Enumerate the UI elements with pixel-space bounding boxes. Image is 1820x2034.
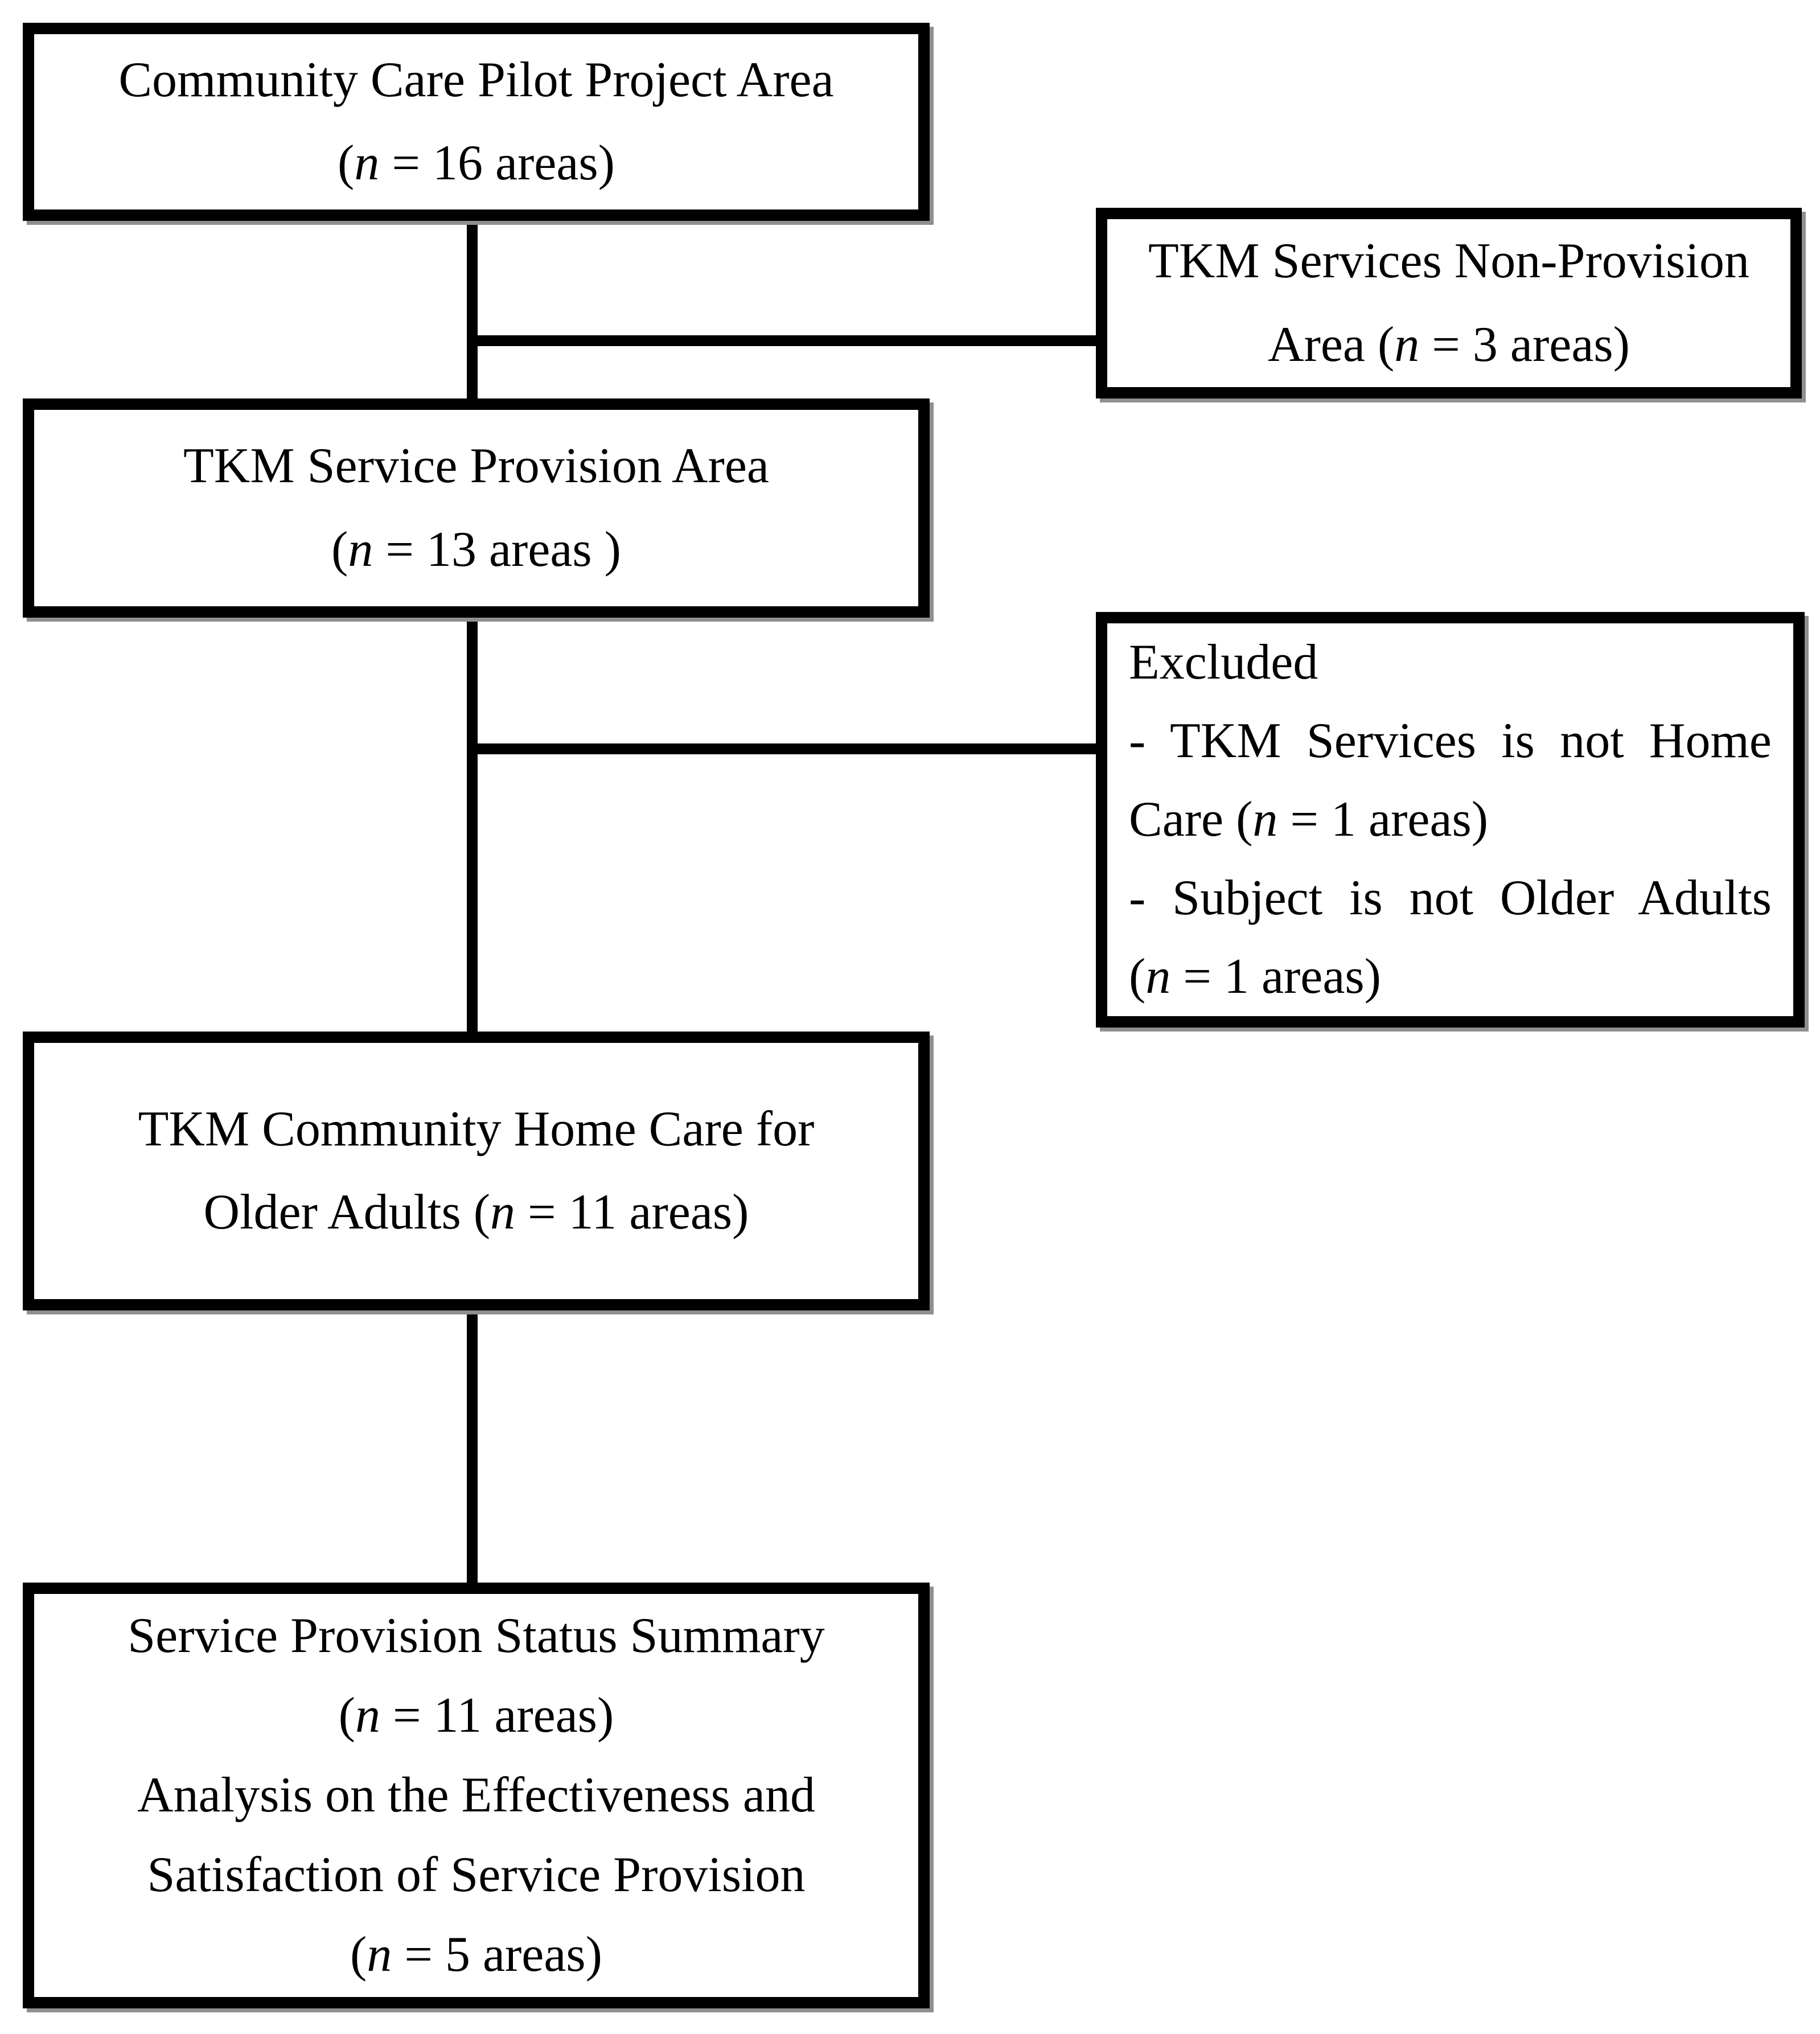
box-text-line: Excluded <box>1129 623 1772 702</box>
box-text-line: (n = 1 areas) <box>1129 938 1772 1016</box>
italic-n-text: n <box>367 1926 392 1982</box>
connector-horizontal-to-non-provision-box <box>472 335 1099 346</box>
box-text: TKM Community Home Care for <box>138 1101 815 1157</box>
italic-n-text: n <box>490 1185 516 1240</box>
connector-vertical-box1-to-box2 <box>467 219 478 404</box>
box-text-line: (n = 16 areas) <box>34 122 918 205</box>
box-text-line: TKM Community Home Care for <box>34 1088 918 1171</box>
connector-vertical-box2-to-box3 <box>467 615 478 1036</box>
box-text: = 3 areas) <box>1419 317 1630 372</box>
box-text: ( <box>331 521 348 577</box>
box-text: - TKM Services is not Home <box>1129 713 1772 769</box>
box-text: ( <box>338 1688 355 1744</box>
italic-n-text: n <box>1145 949 1171 1005</box>
box-text-line: Older Adults (n = 11 areas) <box>34 1171 918 1254</box>
box-text-line: (n = 11 areas) <box>34 1676 918 1756</box>
box-service-provision-status-summary: Service Provision Status Summary(n = 11 … <box>23 1583 930 2008</box>
box-text-line: Care (n = 1 areas) <box>1129 780 1772 859</box>
box-text: = 1 areas) <box>1277 791 1489 847</box>
box-text: Satisfaction of Service Provision <box>147 1847 806 1902</box>
box-text: = 11 areas) <box>515 1185 749 1240</box>
box-text-line: - Subject is not Older Adults <box>1129 859 1772 938</box>
box-text: = 11 areas) <box>380 1688 614 1744</box>
box-text-line: (n = 5 areas) <box>34 1915 918 1995</box>
box-text: = 5 areas) <box>392 1926 602 1982</box>
box-text: Excluded <box>1129 634 1318 690</box>
box-community-care-pilot-project-area: Community Care Pilot Project Area (n = 16… <box>23 23 930 221</box>
box-text-line: TKM Service Provision Area <box>34 425 918 508</box>
box-text: Community Care Pilot Project Area <box>118 52 834 108</box>
box-text: Analysis on the Effectiveness and <box>137 1768 815 1823</box>
box-text: = 16 areas) <box>379 135 615 191</box>
box-text-line: Analysis on the Effectiveness and <box>34 1756 918 1835</box>
connector-horizontal-to-excluded-box <box>472 743 1099 754</box>
box-text: ( <box>1129 949 1146 1005</box>
italic-n-text: n <box>1394 317 1420 372</box>
box-text: - Subject is not Older Adults <box>1129 870 1772 926</box>
box-text: = 1 areas) <box>1170 949 1381 1005</box>
italic-n-text: n <box>355 1688 380 1744</box>
connector-vertical-box3-to-box4 <box>467 1306 478 1587</box>
box-text: TKM Services Non-Provision <box>1148 233 1749 289</box>
box-text-line: Satisfaction of Service Provision <box>34 1835 918 1915</box>
box-text-line: (n = 13 areas ) <box>34 508 918 591</box>
box-text: ( <box>338 135 355 191</box>
box-text-line: - TKM Services is not Home <box>1129 702 1772 780</box>
box-text: Area ( <box>1268 317 1395 372</box>
box-text-line: Service Provision Status Summary <box>34 1596 918 1676</box>
box-text-line: TKM Services Non-Provision <box>1107 220 1790 303</box>
italic-n-text: n <box>348 521 373 577</box>
box-text: Service Provision Status Summary <box>128 1608 825 1664</box>
box-text: ( <box>350 1926 367 1982</box>
box-tkm-service-provision-area: TKM Service Provision Area (n = 13 areas … <box>23 398 930 618</box>
box-text: Older Adults ( <box>203 1185 491 1240</box>
box-text: = 13 areas ) <box>373 521 621 577</box>
italic-n-text: n <box>1252 791 1278 847</box>
box-text: Care ( <box>1129 791 1253 847</box>
box-text: TKM Service Provision Area <box>183 438 769 494</box>
italic-n-text: n <box>354 135 380 191</box>
box-text-line: Community Care Pilot Project Area <box>34 39 918 122</box>
box-text-line: Area (n = 3 areas) <box>1107 303 1790 387</box>
